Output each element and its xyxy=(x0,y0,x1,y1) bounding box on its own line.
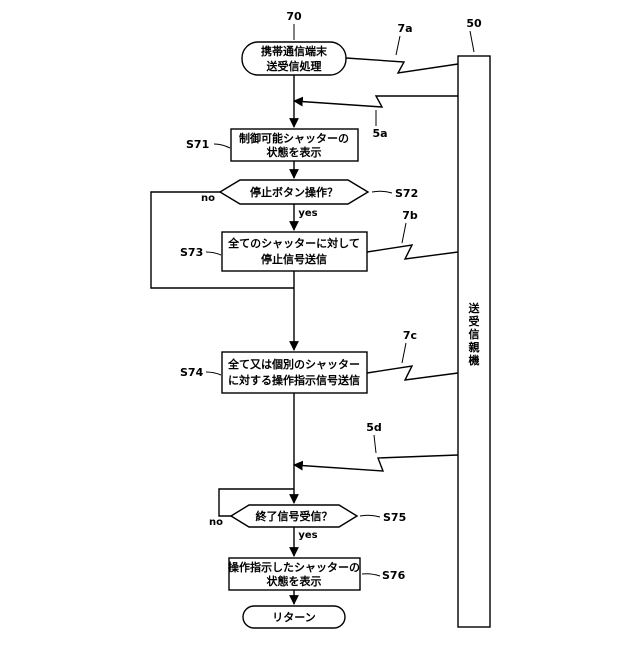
s71-line-2: 状態を表示 xyxy=(267,145,322,159)
s76-leader xyxy=(362,574,380,576)
transceiver-master-label: 送受信親機 xyxy=(468,301,481,367)
s71-line-1: 制御可能シャッターの xyxy=(239,131,349,145)
link-5d-leader xyxy=(374,435,376,453)
link-7a-leader xyxy=(396,36,400,55)
ref-70: 70 xyxy=(286,10,302,23)
s75-leader xyxy=(360,515,380,517)
link-7a-zigzag xyxy=(346,58,458,73)
link-7b-zigzag xyxy=(367,245,458,259)
s73-line-1: 全てのシャッターに対して xyxy=(227,236,360,250)
s75-text: 終了信号受信？ xyxy=(256,509,333,523)
s73-step-label: S73 xyxy=(180,246,203,259)
start-line-2: 送受信処理 xyxy=(266,59,322,73)
s74-step-label: S74 xyxy=(180,366,204,379)
link-5d-zigzag xyxy=(294,455,458,471)
s73-line-2: 停止信号送信 xyxy=(261,252,327,266)
s72-no-label: no xyxy=(201,193,215,204)
link-7c-zigzag xyxy=(367,366,458,380)
s76-line-2: 状態を表示 xyxy=(267,574,322,588)
link-5d-label: 5d xyxy=(366,421,382,434)
s72-leader xyxy=(372,191,392,193)
s73-leader xyxy=(206,252,221,255)
s76-line-1: 操作指示したシャッターの xyxy=(228,560,360,574)
s71-leader xyxy=(214,144,230,148)
link-7a-label: 7a xyxy=(397,22,412,35)
s71-step-label: S71 xyxy=(186,138,209,151)
link-5a-zigzag xyxy=(294,96,458,107)
link-7b-leader xyxy=(402,223,406,243)
s75-step-label: S75 xyxy=(383,511,406,524)
s72-step-label: S72 xyxy=(395,187,418,200)
ref-50: 50 xyxy=(466,17,482,30)
link-5a-label: 5a xyxy=(372,127,387,140)
s76-step-label: S76 xyxy=(382,569,406,582)
s74-line-2: に対する操作指示信号送信 xyxy=(228,373,360,387)
ref-50-leader xyxy=(470,31,474,52)
s72-yes-label: yes xyxy=(298,208,317,219)
link-7b-label: 7b xyxy=(402,209,418,222)
s72-text: 停止ボタン操作？ xyxy=(250,185,338,199)
s74-leader xyxy=(206,372,221,375)
end-text: リターン xyxy=(272,611,315,624)
link-7c-label: 7c xyxy=(403,329,417,342)
s74-line-1: 全て又は個別のシャッター xyxy=(227,357,360,371)
start-line-1: 携帯通信端末 xyxy=(261,44,328,58)
s75-yes-label: yes xyxy=(298,530,317,541)
s75-no-label: no xyxy=(209,517,223,528)
link-7c-leader xyxy=(402,343,406,363)
